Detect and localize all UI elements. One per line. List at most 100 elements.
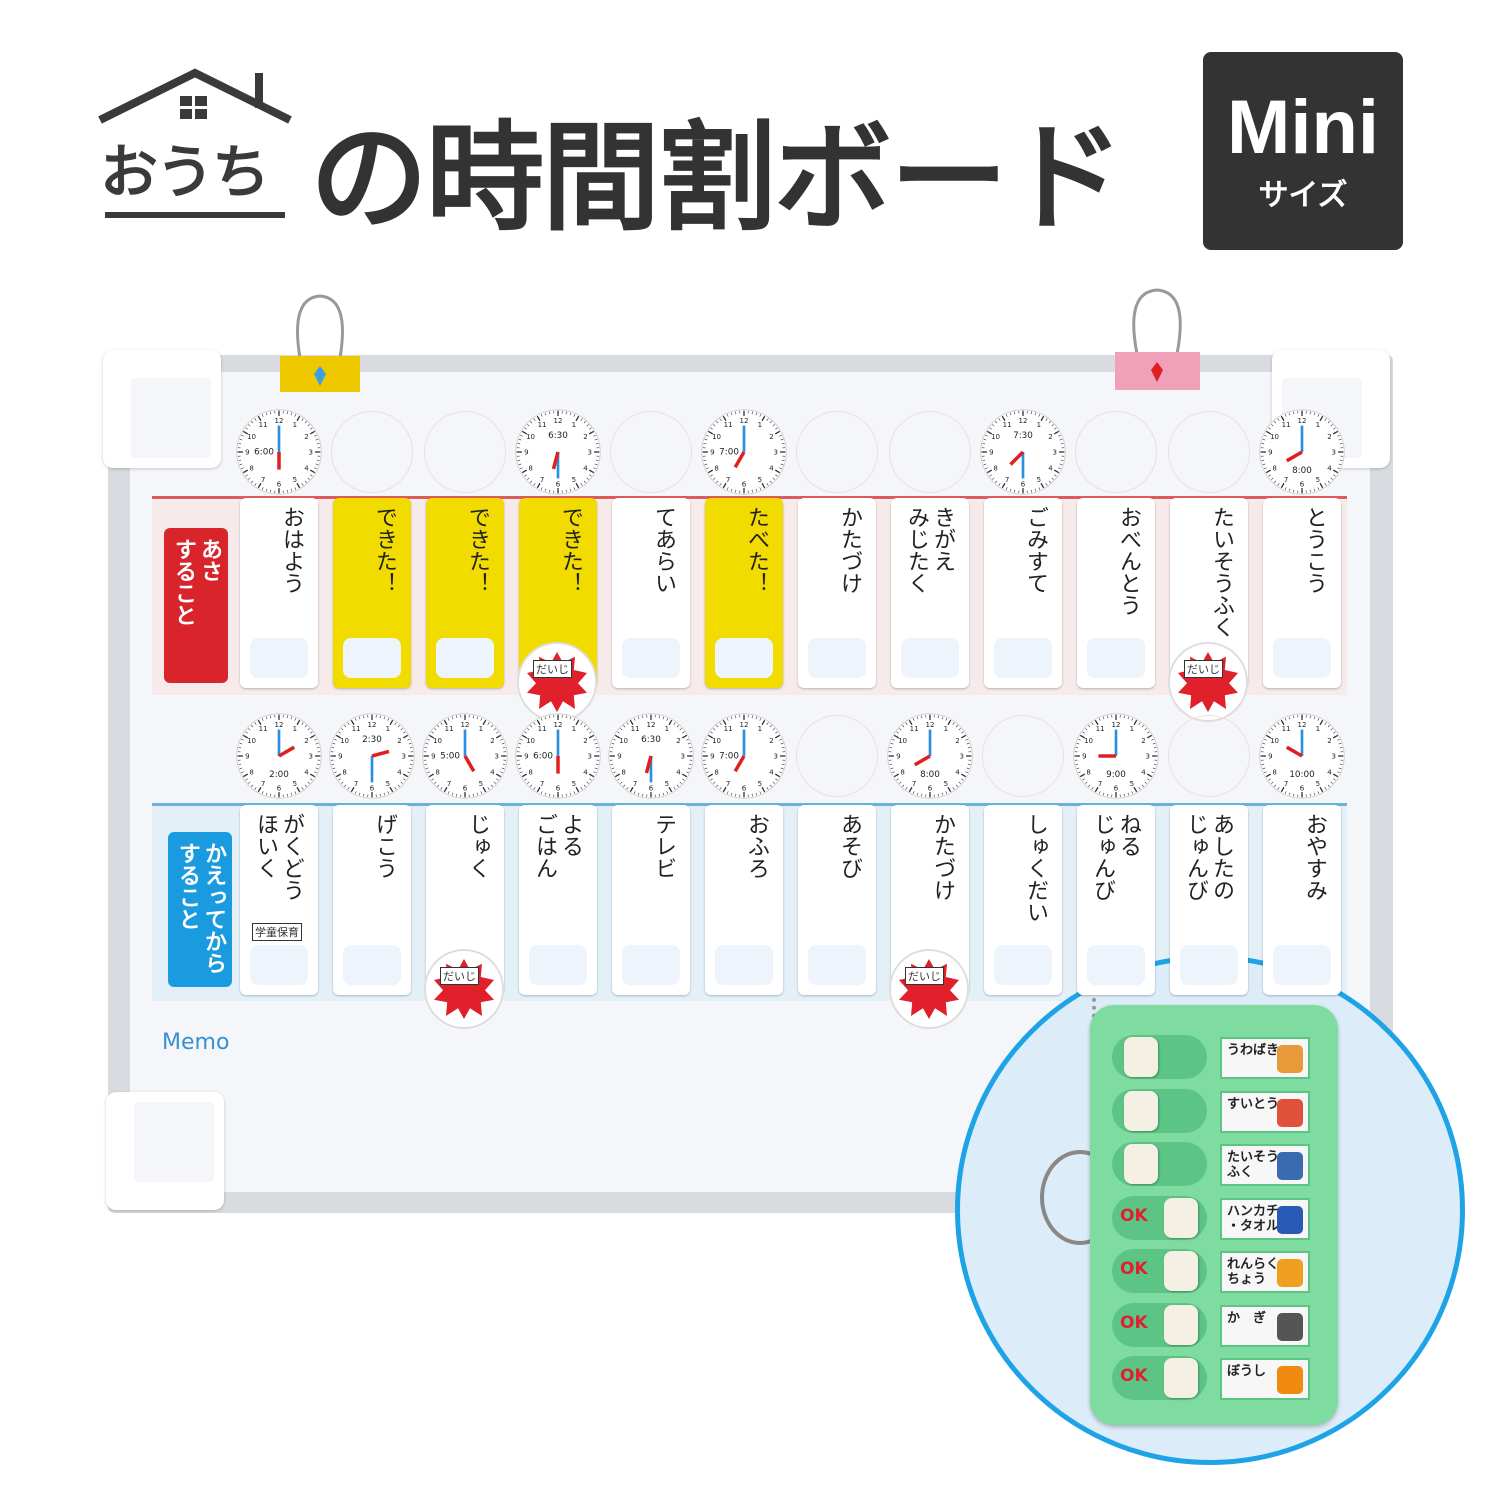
clock-slot-empty — [610, 411, 692, 493]
schedule-card[interactable]: ねる じゅんび — [1077, 805, 1155, 995]
card-text: おはよう — [279, 506, 304, 594]
svg-text:11: 11 — [910, 724, 919, 733]
svg-text:3: 3 — [401, 752, 405, 761]
card-tag: 学童保育 — [252, 923, 302, 941]
svg-text:1: 1 — [1316, 420, 1320, 429]
svg-text:6: 6 — [1300, 783, 1305, 792]
checklist-item: か ぎ — [1220, 1304, 1310, 1347]
schedule-card[interactable]: おべんとう — [1077, 498, 1155, 688]
schedule-card[interactable]: きがえ みじたく — [891, 498, 969, 688]
svg-text:9: 9 — [245, 752, 249, 761]
svg-text:6: 6 — [1114, 783, 1119, 792]
breakfast-icon — [715, 638, 773, 678]
schedule-card[interactable]: あそび — [798, 805, 876, 995]
schedule-card[interactable]: おやすみ — [1263, 805, 1341, 995]
svg-text:1: 1 — [293, 724, 297, 733]
svg-text:2: 2 — [769, 736, 773, 745]
binder-clip-yellow-icon — [280, 294, 360, 392]
schedule-card[interactable]: がくどう ほいく学童保育 — [240, 805, 318, 995]
svg-text:1: 1 — [944, 724, 948, 733]
clock-slot-empty — [424, 411, 506, 493]
svg-text:4: 4 — [1327, 767, 1332, 776]
card-text: あしたの じゅんび — [1183, 813, 1234, 901]
slider-knob[interactable] — [1124, 1037, 1158, 1077]
keychain-row: すいとう — [1112, 1088, 1322, 1135]
svg-text:12: 12 — [1298, 416, 1307, 425]
svg-text:12: 12 — [368, 720, 377, 729]
svg-text:3: 3 — [680, 752, 684, 761]
svg-text:7: 7 — [1284, 475, 1288, 484]
schedule-card[interactable]: てあらい — [612, 498, 690, 688]
schedule-card[interactable]: げこう — [333, 805, 411, 995]
schedule-card[interactable]: テレビ — [612, 805, 690, 995]
daiji-magnet-sticker[interactable]: だいじ — [517, 642, 597, 722]
svg-text:3: 3 — [308, 752, 312, 761]
brand-underline — [105, 212, 285, 218]
size-badge: Mini サイズ — [1203, 52, 1403, 250]
svg-text:1: 1 — [1037, 420, 1041, 429]
svg-text:10: 10 — [991, 432, 1000, 441]
schedule-card[interactable]: できた！ — [333, 498, 411, 688]
schedule-card[interactable]: よる ごはん — [519, 805, 597, 995]
schedule-card[interactable]: おふろ — [705, 805, 783, 995]
svg-text:9: 9 — [617, 752, 621, 761]
card-text: げこう — [372, 813, 397, 879]
slider-knob[interactable] — [1164, 1251, 1198, 1291]
svg-text:5: 5 — [293, 779, 297, 788]
schedule-card[interactable]: しゅくだい — [984, 805, 1062, 995]
daiji-magnet-sticker[interactable]: だいじ — [424, 949, 504, 1029]
svg-text:12: 12 — [926, 720, 935, 729]
slider-knob[interactable] — [1164, 1358, 1198, 1398]
svg-text:10: 10 — [712, 432, 721, 441]
moon-icon — [1273, 945, 1331, 985]
slider-knob[interactable] — [1124, 1144, 1158, 1184]
schedule-card[interactable]: たべた！ — [705, 498, 783, 688]
svg-text:9: 9 — [1268, 448, 1272, 457]
daiji-magnet-sticker[interactable]: だいじ — [889, 949, 969, 1029]
schedule-card[interactable]: おはよう — [240, 498, 318, 688]
morning-label: あさ すること — [164, 528, 228, 683]
svg-text:6: 6 — [928, 783, 933, 792]
svg-text:5: 5 — [386, 779, 390, 788]
svg-text:11: 11 — [1096, 724, 1105, 733]
schedule-card[interactable]: あしたの じゅんび — [1170, 805, 1248, 995]
ok-indicator: OK — [1120, 1205, 1148, 1226]
svg-text:5: 5 — [758, 779, 762, 788]
svg-text:8: 8 — [1272, 767, 1276, 776]
clock-time-label: 2:30 — [362, 735, 382, 745]
schedule-card[interactable]: かたづけ — [798, 498, 876, 688]
sticker-text: だいじ — [533, 660, 572, 678]
svg-text:4: 4 — [304, 767, 309, 776]
svg-text:3: 3 — [494, 752, 498, 761]
svg-text:4: 4 — [583, 463, 588, 472]
svg-text:11: 11 — [724, 420, 733, 429]
sticker-text: だいじ — [440, 967, 479, 985]
svg-text:7: 7 — [261, 779, 265, 788]
alarm-clock-icon — [1087, 945, 1145, 985]
slider-knob[interactable] — [1164, 1197, 1198, 1238]
clock-slot-empty — [796, 411, 878, 493]
svg-text:3: 3 — [773, 448, 777, 457]
slider-knob[interactable] — [1164, 1304, 1198, 1345]
slider-knob[interactable] — [1124, 1090, 1158, 1131]
schedule-card[interactable]: できた！ — [426, 498, 504, 688]
house-logo-icon — [98, 68, 292, 124]
svg-text:5: 5 — [293, 475, 297, 484]
svg-text:3: 3 — [1145, 752, 1149, 761]
svg-text:12: 12 — [1298, 720, 1307, 729]
schedule-card[interactable]: とうこう — [1263, 498, 1341, 688]
game-controller-icon — [808, 945, 866, 985]
daiji-magnet-sticker[interactable]: だいじ — [1168, 642, 1248, 722]
clock-time-label: 2:00 — [269, 770, 289, 780]
morning-row-line — [152, 496, 1347, 499]
svg-text:12: 12 — [740, 720, 749, 729]
schedule-card[interactable]: ごみすて — [984, 498, 1062, 688]
checklist-item: たいそう ふく — [1220, 1144, 1310, 1186]
svg-text:1: 1 — [665, 724, 669, 733]
checklist-item: うわばき — [1220, 1037, 1310, 1079]
svg-text:7: 7 — [1098, 779, 1102, 788]
